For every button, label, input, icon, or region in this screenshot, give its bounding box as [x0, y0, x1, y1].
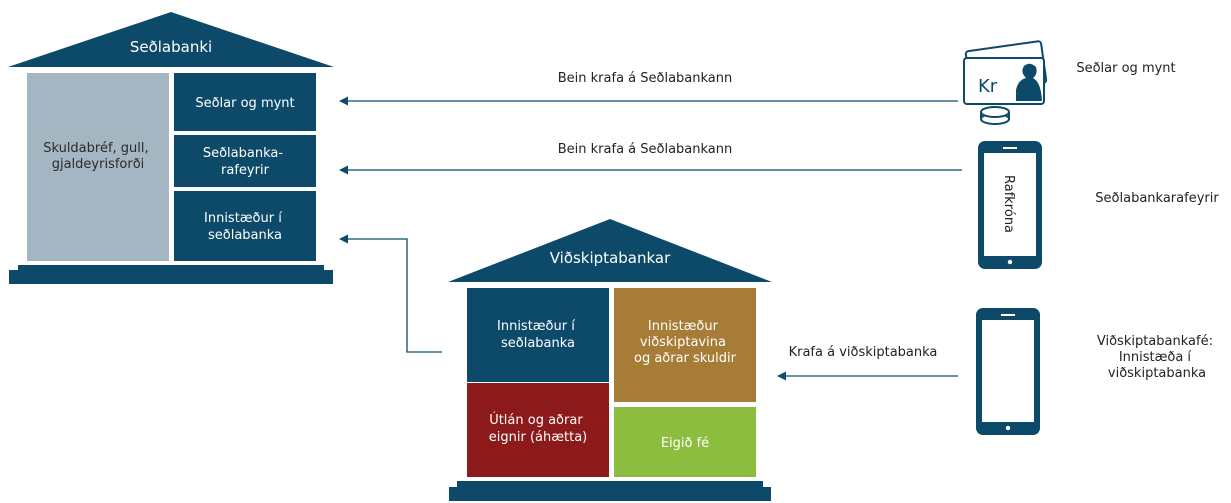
arrows: Bein krafa á Seðlabankann Bein krafa á S…: [339, 71, 962, 381]
commercial-bank-base: [449, 487, 771, 501]
central-bank-base-top: [18, 265, 324, 270]
commercial-bank-reserves-box: [467, 288, 609, 382]
central-bank-roof: [8, 12, 334, 67]
commercial-bank-base-top: [457, 481, 763, 487]
commercial-bank-customer-deposits-label: Innistæður viðskiptavina og aðrar skuldi…: [634, 319, 737, 366]
central-bank-title: Seðlabanki: [130, 38, 212, 56]
commercial-bank: Viðskiptabankar Innistæður í seðlabanka …: [448, 219, 772, 501]
phone-screen-text: Rafkróna: [1001, 175, 1016, 233]
central-bank-deposits-box: [174, 191, 316, 261]
central-bank-cbdc-box: [174, 135, 316, 187]
commercial-bank-equity-label: Eigið fé: [661, 436, 709, 451]
phone-icon: [976, 308, 1040, 435]
phone-icon: [978, 141, 1042, 269]
arrow-cbdc-label: Bein krafa á Seðlabankann: [558, 142, 733, 157]
banknote-coins-icon: Kr: [963, 40, 1048, 125]
central-bank-notes-box: [174, 73, 316, 131]
central-bank-notes-label: Seðlar og mynt: [195, 96, 294, 111]
arrow-cash-label: Bein krafa á Seðlabankann: [558, 71, 733, 86]
commercial-bank-roof: [448, 219, 772, 282]
central-bank-base: [9, 270, 333, 284]
commercial-bank-title: Viðskiptabankar: [550, 249, 671, 267]
deposit-label: Viðskiptabankafé: Innistæða í viðskiptab…: [1097, 334, 1217, 381]
cash-label: Seðlar og mynt: [1076, 61, 1175, 76]
central-bank-assets-box: [27, 73, 169, 261]
central-bank-assets-label: Skuldabréf, gull, gjaldeyrisforði: [43, 141, 153, 172]
central-bank-cbdc-label: Seðlabanka- rafeyrir: [203, 146, 287, 178]
commercial-bank-loans-label: Útlán og aðrar eignir (áhætta): [489, 412, 587, 445]
commercial-bank-reserves-label: Innistæður í seðlabanka: [497, 319, 579, 351]
arrow-reserves-to-central-bank: [339, 234, 442, 353]
central-bank-deposits-label: Innistæður í seðlabanka: [204, 211, 286, 243]
commercial-bank-loans-box: [467, 383, 609, 477]
commercial-bank-customer-deposits-box: [614, 288, 756, 402]
banknote-currency-label: Kr: [978, 76, 998, 97]
commercial-bank-equity-box: [614, 407, 756, 477]
arrow-deposit-label: Krafa á viðskiptabanka: [789, 345, 938, 360]
central-bank: Seðlabanki Skuldabréf, gull, gjaldeyrisf…: [8, 12, 334, 284]
cbdc-label: Seðlabankarafeyrir: [1095, 191, 1219, 206]
